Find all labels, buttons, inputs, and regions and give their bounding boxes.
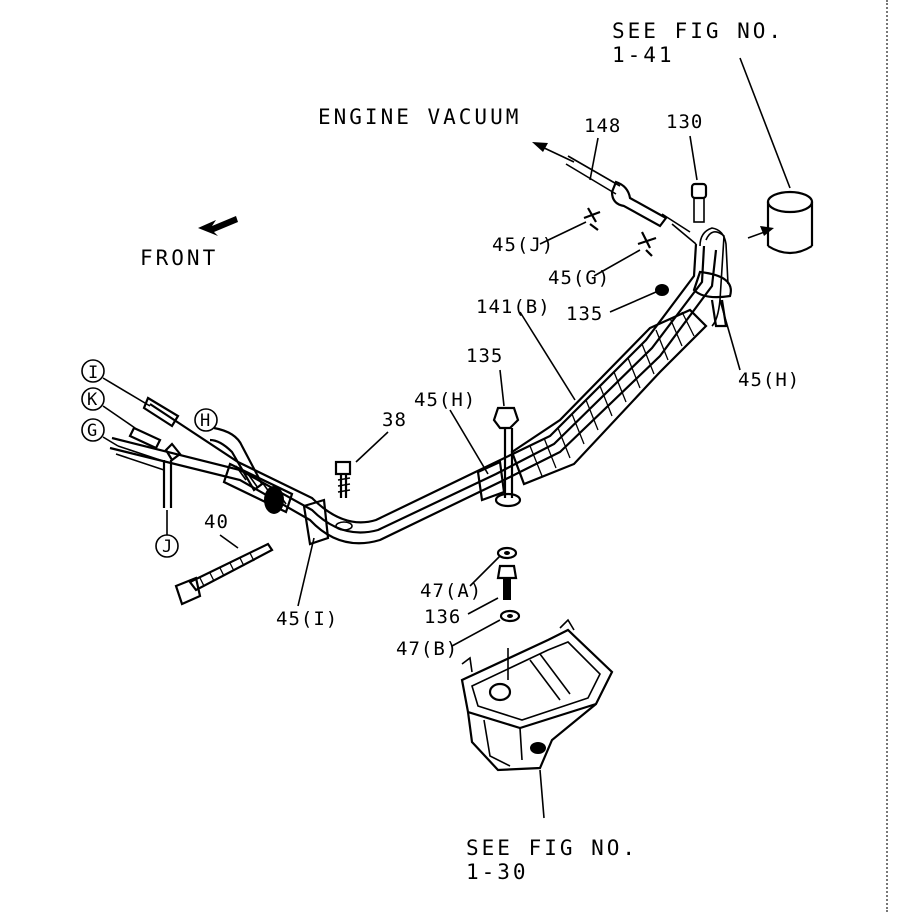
svg-text:I: I — [88, 363, 98, 383]
callout-45j: 45(J) — [492, 234, 554, 256]
corrugated-sleeve-141b — [510, 308, 708, 486]
callout-135-mid: 135 — [466, 345, 503, 367]
nut-135-mid — [492, 406, 522, 508]
svg-text:G: G — [87, 421, 97, 441]
clip-45j — [583, 207, 601, 231]
callout-136: 136 — [424, 606, 461, 628]
svg-text:K: K — [87, 390, 98, 410]
front-label: FRONT — [140, 246, 218, 270]
callout-141b: 141(B) — [476, 296, 551, 318]
front-arrow-icon — [198, 216, 238, 236]
see-fig-bottom-line2: 1-30 — [466, 860, 529, 884]
callout-45g: 45(G) — [548, 267, 610, 289]
connector-h: H — [194, 408, 218, 432]
parts-diagram: SEE FIG NO. 1-41 ENGINE VACUUM FRONT SEE… — [81, 19, 814, 884]
bolt-136 — [496, 564, 518, 600]
engine-vacuum-arrow — [532, 142, 575, 163]
page-border-dotted — [886, 0, 888, 912]
svg-text:H: H — [200, 411, 210, 431]
callout-135-top: 135 — [566, 303, 603, 325]
callout-45h-right: 45(H) — [738, 369, 800, 391]
callout-40: 40 — [204, 511, 229, 533]
clip-45g — [637, 231, 657, 257]
part-130-cap — [690, 182, 708, 223]
connector-k: K — [81, 387, 105, 411]
engine-vacuum-label: ENGINE VACUUM — [318, 105, 521, 129]
canister — [766, 190, 814, 255]
connector-j: J — [155, 534, 179, 558]
bolt-38 — [334, 460, 353, 531]
grommet-135-top — [655, 284, 669, 296]
washer-47b — [499, 609, 521, 623]
hose-ends-left — [115, 396, 294, 514]
see-fig-bottom-line1: SEE FIG NO. — [466, 836, 638, 860]
oil-pan — [460, 618, 614, 772]
callout-45i: 45(I) — [276, 608, 338, 630]
clip-45h-right — [692, 270, 732, 328]
callout-45h-mid: 45(H) — [414, 389, 476, 411]
svg-text:J: J — [162, 537, 172, 557]
callout-47b: 47(B) — [396, 638, 458, 660]
connector-g: G — [81, 418, 105, 442]
washer-47a — [496, 546, 518, 560]
arrow-to-canister — [747, 226, 774, 239]
clip-45i — [302, 498, 330, 546]
connector-i: I — [81, 359, 105, 383]
see-fig-top-line1: SEE FIG NO. — [612, 19, 784, 43]
see-fig-top-line2: 1-41 — [612, 43, 675, 67]
hose-148 — [565, 155, 668, 228]
callout-47a: 47(A) — [420, 580, 482, 602]
cable-tie-40 — [174, 542, 274, 606]
pipe-bundle — [109, 213, 729, 545]
callout-130: 130 — [666, 111, 703, 133]
leader-lines — [102, 57, 791, 819]
callout-38: 38 — [382, 409, 407, 431]
callout-148: 148 — [584, 115, 621, 137]
